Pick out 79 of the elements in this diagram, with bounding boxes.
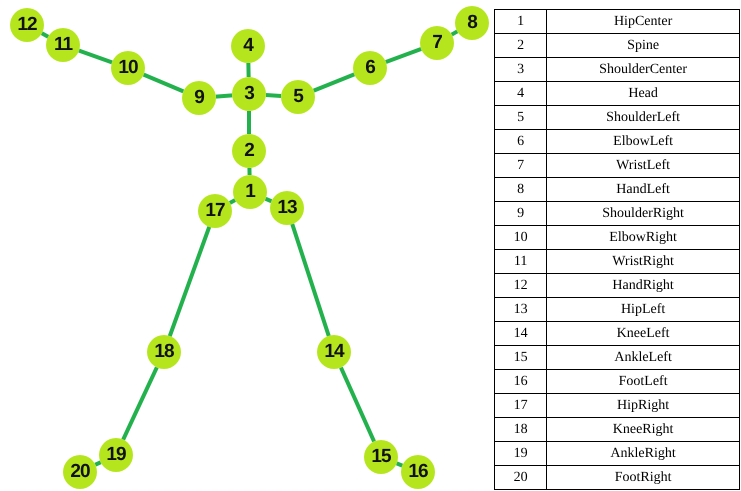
bone-line xyxy=(228,198,236,205)
joint-number: 17 xyxy=(494,394,547,418)
bone-line xyxy=(40,32,50,38)
joint-name: HandLeft xyxy=(546,178,740,202)
bone-line xyxy=(247,168,252,176)
joint-name: ElbowLeft xyxy=(546,130,740,154)
joint-number: 16 xyxy=(494,370,547,394)
bone-line xyxy=(450,30,458,36)
joint-circle: 2 xyxy=(232,134,266,168)
joint-circle: 1 xyxy=(233,175,267,209)
joint-circle: 16 xyxy=(401,455,435,489)
bone-line xyxy=(264,196,272,204)
joint-circle: 9 xyxy=(182,81,216,115)
joint-name: KneeRight xyxy=(546,418,740,442)
joint-circle: 12 xyxy=(10,8,44,42)
joint-name: HipLeft xyxy=(546,298,740,322)
joint-name: FootRight xyxy=(546,466,740,490)
joint-number: 18 xyxy=(494,418,547,442)
joint-number: 7 xyxy=(494,154,547,178)
bone-line xyxy=(313,72,355,92)
joint-circle: 8 xyxy=(455,6,489,40)
joint-number: 19 xyxy=(494,442,547,466)
joint-name: HipRight xyxy=(546,394,740,418)
joint-number: 2 xyxy=(494,34,547,58)
bone-line xyxy=(246,62,251,78)
bone-line xyxy=(94,460,102,467)
bone-line xyxy=(216,93,232,99)
joint-circle: 13 xyxy=(270,191,304,225)
joint-number: 4 xyxy=(494,82,547,106)
joint-number: 8 xyxy=(494,178,547,202)
joint-name: WristRight xyxy=(546,250,740,274)
joint-circle: 4 xyxy=(231,29,265,63)
joint-circle: 20 xyxy=(63,455,97,489)
bone-line xyxy=(266,93,282,98)
joint-name: ShoulderCenter xyxy=(546,58,740,82)
joint-name: HandRight xyxy=(546,274,740,298)
joint-number: 20 xyxy=(494,466,547,490)
joint-circle: 11 xyxy=(46,28,80,62)
joint-circle: 18 xyxy=(147,335,181,369)
joint-circle: 3 xyxy=(232,77,266,111)
joint-number: 5 xyxy=(494,106,547,130)
joint-number: 12 xyxy=(494,274,547,298)
joint-circle: 7 xyxy=(420,26,454,60)
joint-number: 10 xyxy=(494,226,547,250)
joint-number: 6 xyxy=(494,130,547,154)
joint-number: 15 xyxy=(494,346,547,370)
joint-number: 3 xyxy=(494,58,547,82)
joint-name: ShoulderRight xyxy=(546,202,740,226)
joint-number: 13 xyxy=(494,298,547,322)
joint-circle: 6 xyxy=(353,51,387,85)
bone-line xyxy=(168,226,212,337)
joint-name: AnkleLeft xyxy=(546,346,740,370)
joint-name: ShoulderLeft xyxy=(546,106,740,130)
joint-number: 11 xyxy=(494,250,547,274)
joint-name: Spine xyxy=(546,34,740,58)
bone-line xyxy=(121,366,159,440)
joint-number: 14 xyxy=(494,322,547,346)
bone-line xyxy=(142,72,184,94)
joint-name: KneeLeft xyxy=(546,322,740,346)
bone-line xyxy=(396,462,403,468)
joint-name: AnkleRight xyxy=(546,442,740,466)
bone-line xyxy=(290,224,331,336)
joint-name: ElbowRight xyxy=(546,226,740,250)
joint-name: FootLeft xyxy=(546,370,740,394)
joint-circle: 15 xyxy=(364,440,398,474)
bone-line xyxy=(247,111,251,134)
joint-name: HipCenter xyxy=(546,10,740,34)
bone-line xyxy=(385,47,422,64)
joint-circle: 19 xyxy=(99,438,133,472)
joint-name: Head xyxy=(546,82,740,106)
joint-name: WristLeft xyxy=(546,154,740,178)
bone-line xyxy=(339,366,376,442)
joint-number: 9 xyxy=(494,202,547,226)
joint-circle: 10 xyxy=(111,51,145,85)
bone-line xyxy=(78,48,113,64)
joint-circle: 14 xyxy=(317,335,351,369)
joint-circle: 5 xyxy=(281,80,315,114)
joint-number: 1 xyxy=(494,10,547,34)
joint-circle: 17 xyxy=(198,194,232,228)
